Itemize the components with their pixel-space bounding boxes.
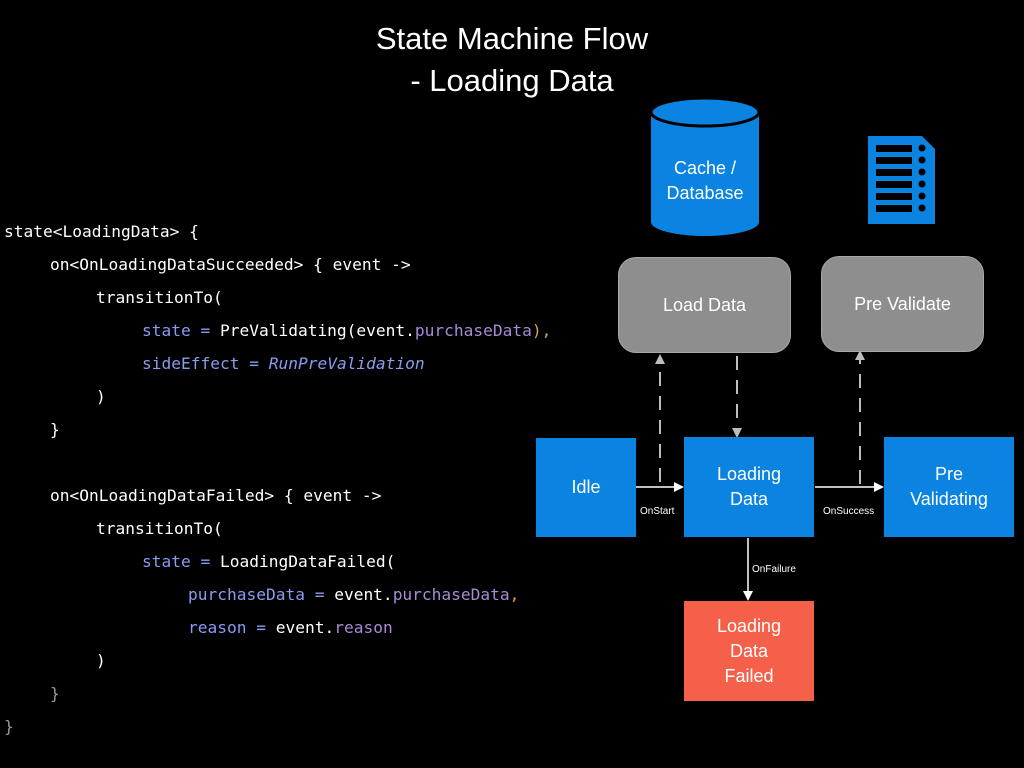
code-token: purchaseData (414, 321, 532, 340)
code-line: ) (96, 387, 106, 407)
code-token: ) (96, 387, 106, 406)
code-token: state (142, 552, 191, 571)
code-line: sideEffect = RunPreValidation (142, 354, 425, 374)
code-token: state<LoadingData> { (4, 222, 199, 241)
code-token: PreValidating(event. (219, 321, 415, 340)
code-line: } (50, 684, 60, 704)
code-line: on<OnLoadingDataSucceeded> { event -> (50, 255, 411, 275)
code-line: purchaseData = event.purchaseData, (188, 585, 519, 605)
code-token: RunPreValidation (268, 354, 425, 373)
loading-data-label: Loading Data (716, 464, 782, 509)
idle-label: Idle (571, 477, 601, 497)
code-token: } (50, 420, 60, 439)
code-line: state<LoadingData> { (4, 222, 199, 242)
code-line: transitionTo( (96, 519, 223, 539)
code-token: reason (188, 618, 247, 637)
code-token: , (509, 585, 520, 604)
code-token: on<OnLoadingDataSucceeded> { event -> (50, 255, 411, 274)
loading-data-state: Loading Data (684, 437, 814, 537)
code-token: sideEffect (142, 354, 240, 373)
code-token: } (4, 717, 14, 736)
code-token: reason (334, 618, 393, 637)
code-token: ), (531, 321, 552, 340)
pre-validating-state: Pre Validating (884, 437, 1014, 537)
code-token: state (142, 321, 191, 340)
code-line: state = LoadingDataFailed( (142, 552, 395, 572)
code-token: event. (334, 585, 393, 604)
pre-validate-action: Pre Validate (821, 256, 984, 352)
load-data-action: Load Data (618, 257, 791, 353)
on-failure-label: OnFailure (752, 564, 796, 575)
code-token: event. (275, 618, 335, 637)
code-token: = (304, 585, 335, 604)
code-line: reason = event.reason (188, 618, 393, 638)
code-line: } (50, 420, 60, 440)
loading-data-failed-state: Loading Data Failed (684, 601, 814, 701)
code-line: on<OnLoadingDataFailed> { event -> (50, 486, 381, 506)
pre-validate-label: Pre Validate (854, 293, 951, 314)
pre-validating-label: Pre Validating (910, 464, 988, 509)
code-line: ) (96, 651, 106, 671)
on-success-label: OnSuccess (823, 506, 875, 517)
database-label: Cache / Database (666, 158, 744, 203)
title-line-2: - Loading Data (410, 63, 614, 98)
code-token: ) (96, 651, 106, 670)
code-token: } (50, 684, 60, 703)
code-token: = (190, 321, 220, 340)
code-token: = (190, 552, 220, 571)
loading-data-failed-label: Loading Data Failed (716, 615, 782, 686)
code-token: LoadingDataFailed( (219, 552, 396, 571)
on-start-label: OnStart (640, 506, 675, 517)
code-token: transitionTo( (96, 519, 223, 538)
code-token: = (239, 354, 269, 373)
load-data-label: Load Data (662, 294, 747, 315)
code-token: transitionTo( (96, 288, 223, 307)
code-token: = (246, 618, 276, 637)
code-token: purchaseData (392, 585, 510, 604)
code-line: transitionTo( (96, 288, 223, 308)
title-line-1: State Machine Flow (375, 21, 649, 56)
code-line: state = PreValidating(event.purchaseData… (142, 321, 551, 341)
code-token: purchaseData (188, 585, 305, 604)
idle-state: Idle (536, 438, 636, 537)
checklist-icon (868, 136, 935, 224)
slide-title: State Machine Flow - Loading Data (262, 18, 762, 102)
code-token: on<OnLoadingDataFailed> { event -> (50, 486, 382, 505)
code-line: } (4, 717, 14, 737)
